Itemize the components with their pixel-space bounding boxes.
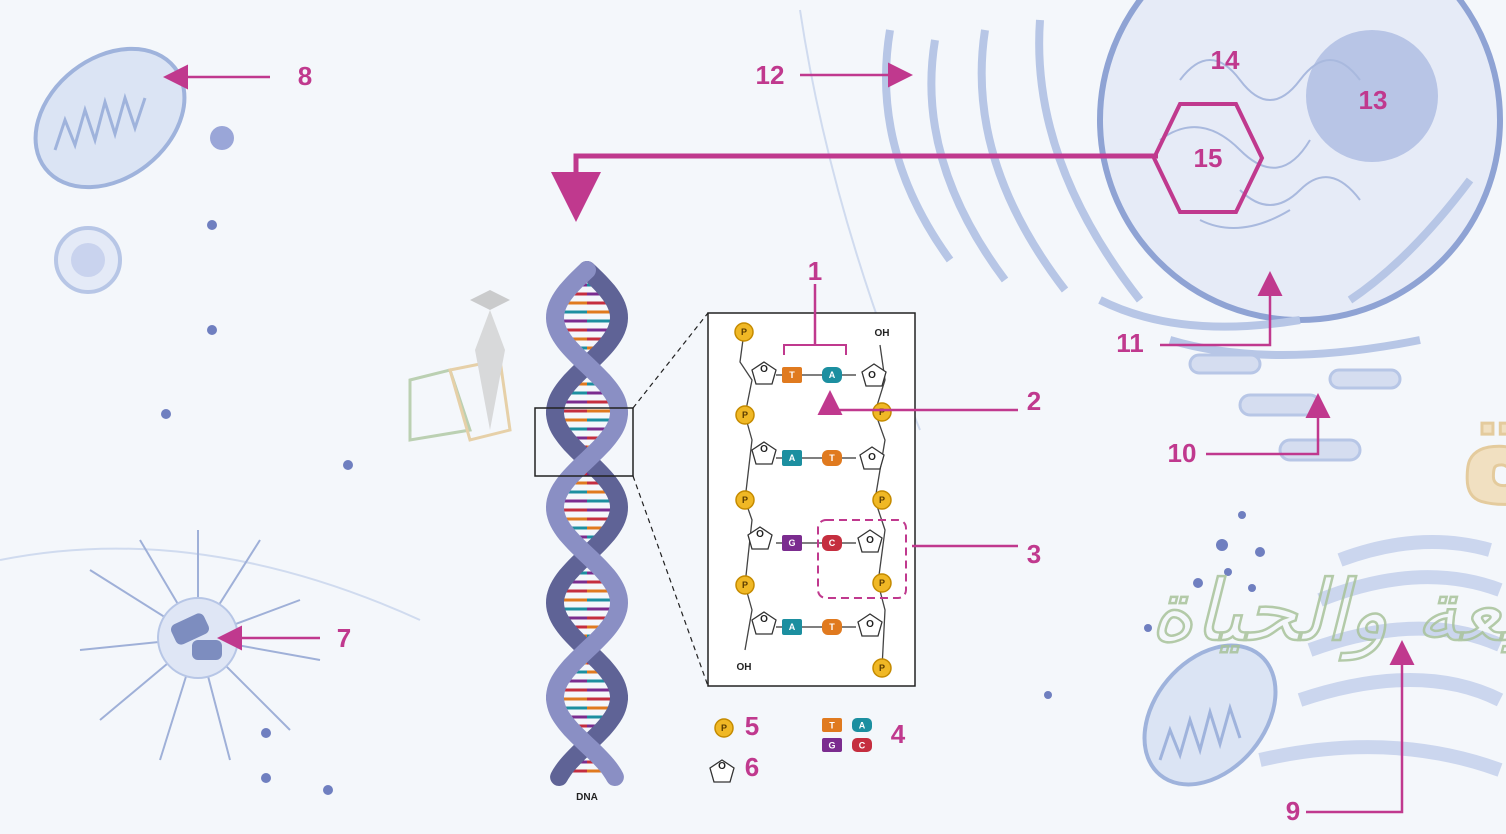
label-11: 11 (1116, 328, 1144, 358)
legend-base-A (852, 718, 872, 732)
nucleolus-shape (1306, 30, 1438, 162)
phosphate-icon (734, 322, 754, 342)
phosphate-icon (735, 405, 755, 425)
base-C (822, 535, 842, 551)
dna-double-helix: DNA (545, 261, 629, 803)
svg-text:O: O (718, 761, 726, 772)
svg-text:G: G (788, 538, 795, 548)
svg-text:P: P (879, 663, 885, 673)
label-7: 7 (337, 623, 351, 653)
phosphate-icon (735, 490, 755, 510)
pointer-lines (163, 62, 1415, 814)
base-T (822, 450, 842, 466)
label-10: 10 (1168, 438, 1197, 468)
legend: P O T A G C (709, 718, 872, 783)
nuclear-envelope (1097, 0, 1503, 323)
base-T (782, 367, 802, 383)
phosphate-icon (872, 573, 892, 593)
legend-base-C (852, 738, 872, 752)
number-labels: 1 2 3 4 5 6 7 8 9 10 11 12 13 14 15 (298, 45, 1388, 826)
svg-text:P: P (742, 495, 748, 505)
label-4: 4 (891, 719, 906, 749)
svg-text:C: C (829, 538, 836, 548)
svg-text:T: T (829, 453, 835, 463)
label-2: 2 (1027, 386, 1041, 416)
base-A (822, 367, 842, 383)
chromatin-highlight (1151, 102, 1265, 214)
legend-base-T (822, 718, 842, 732)
mitochondrion-icon (1142, 643, 1278, 787)
phosphate-icon (872, 490, 892, 510)
svg-text:P: P (879, 578, 885, 588)
label-13: 13 (1359, 85, 1388, 115)
svg-text:P: P (742, 580, 748, 590)
vesicle-icon (210, 126, 234, 150)
base-T (822, 619, 842, 635)
watermark-sub: لعلوم الطبيعة والحياة (1150, 562, 1506, 661)
svg-text:O: O (868, 370, 876, 381)
dna-caption: DNA (576, 792, 598, 803)
mitochondrion-icon (33, 46, 187, 190)
label-8: 8 (298, 61, 312, 91)
svg-text:P: P (879, 495, 885, 505)
hydroxyl-label-bottom: OH (737, 662, 752, 673)
svg-text:A: A (789, 453, 796, 463)
watermark: الأستاذ خيرالدين سودة لعلوم الطبيعة والح… (408, 290, 1506, 662)
svg-text:A: A (859, 721, 866, 731)
label-15: 15 (1194, 143, 1223, 173)
label-14: 14 (1211, 45, 1240, 75)
svg-text:A: A (829, 370, 836, 380)
phosphate-icon (735, 575, 755, 595)
base-A (782, 619, 802, 635)
svg-text:P: P (879, 407, 885, 417)
base-A (782, 450, 802, 466)
phosphate-icon (872, 402, 892, 422)
svg-text:O: O (760, 364, 768, 375)
svg-text:O: O (756, 529, 764, 540)
peroxisome-icon (54, 226, 122, 294)
watermark-main: الأستاذ خيرالدين سودة (1460, 358, 1506, 537)
label-5: 5 (745, 711, 759, 741)
svg-text:P: P (741, 327, 747, 337)
label-1: 1 (808, 256, 822, 286)
svg-text:T: T (829, 721, 835, 731)
zoom-region-box (534, 407, 634, 477)
svg-text:O: O (760, 614, 768, 625)
legend-base-G (822, 738, 842, 752)
phosphate-icon (872, 658, 892, 678)
svg-text:G: G (828, 741, 835, 751)
svg-text:T: T (829, 622, 835, 632)
svg-text:P: P (742, 410, 748, 420)
dna-molecular-detail: O O O O O O O O OH OH P P P P P P P P T A A T G C A T (707, 312, 916, 687)
svg-text:O: O (760, 444, 768, 455)
label-9: 9 (1286, 796, 1300, 826)
svg-text:A: A (789, 622, 796, 632)
svg-text:O: O (866, 619, 874, 630)
svg-text:O: O (866, 535, 874, 546)
svg-text:P: P (721, 723, 727, 733)
svg-text:O: O (868, 452, 876, 463)
base-G (782, 535, 802, 551)
label-12: 12 (756, 60, 785, 90)
hydroxyl-label-top: OH (875, 328, 890, 339)
svg-text:C: C (859, 741, 866, 751)
label-6: 6 (745, 752, 759, 782)
svg-text:T: T (789, 370, 795, 380)
label-3: 3 (1027, 539, 1041, 569)
centrosome-icon (79, 530, 321, 761)
